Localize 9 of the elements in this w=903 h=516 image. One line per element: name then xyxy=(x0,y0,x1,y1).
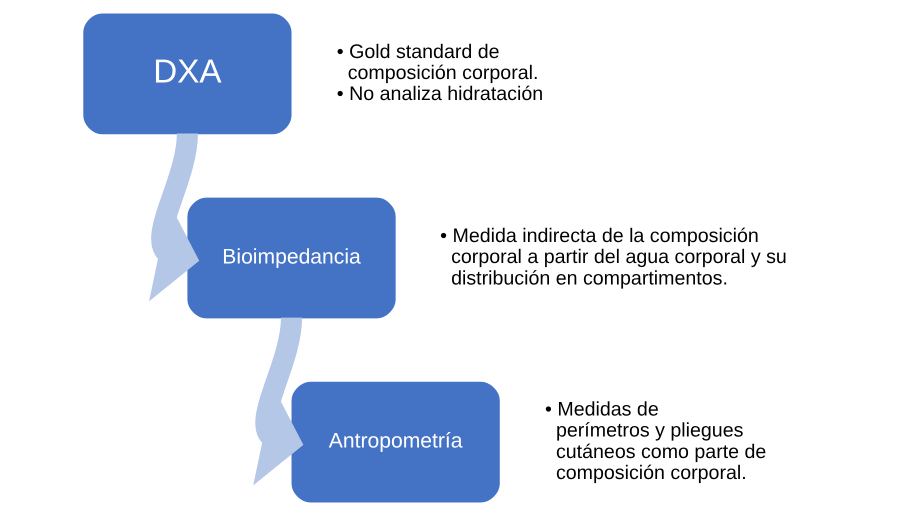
node-label: • Medida indirecta de la composición corporal a partir del agua corporal y su distribución en compartimentos. xyxy=(440,225,787,290)
node-label: • Medidas de perímetros y pliegues cutáneos como parte de composición corporal. xyxy=(545,398,766,484)
node-label: • No analiza hidratación xyxy=(336,83,544,106)
node-label: • Gold standard de composición corporal. xyxy=(336,40,538,84)
arrow xyxy=(149,132,200,302)
node-box: Bioimpedancia xyxy=(187,198,396,318)
arrow xyxy=(253,316,304,486)
node-box: DXA xyxy=(83,14,292,134)
node-box: Antropometría xyxy=(292,382,500,502)
